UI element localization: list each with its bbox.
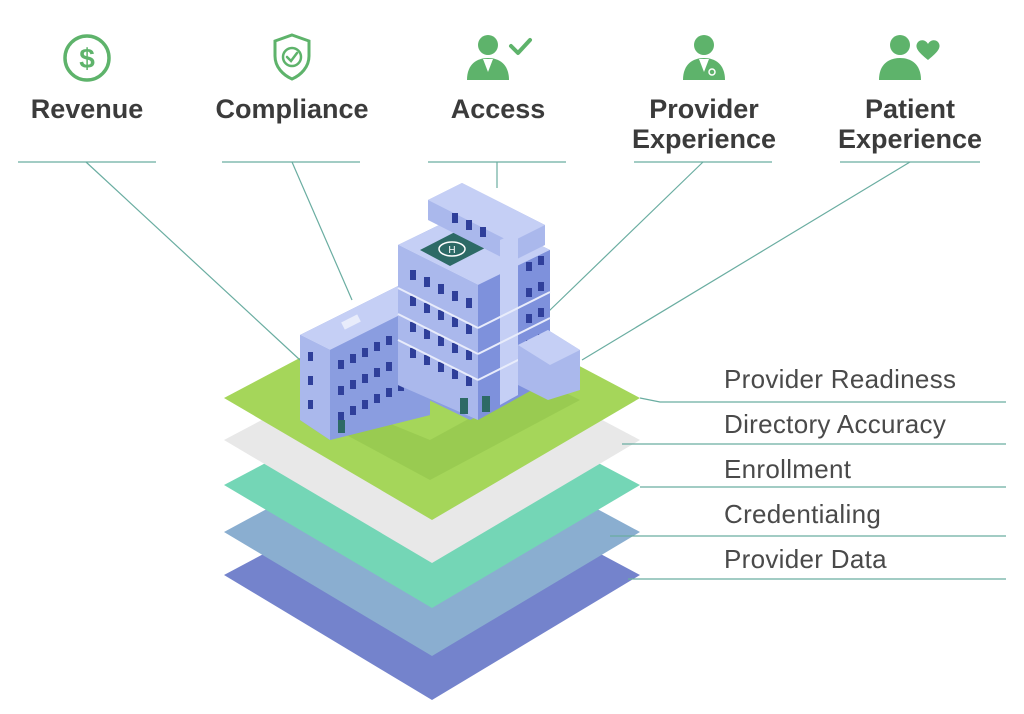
pillar-label-line1: Revenue [30,94,144,124]
tower-front-windows [410,270,472,386]
pillar-label-compliance: Compliance [202,94,382,124]
pillar-label-revenue: Revenue [16,94,158,124]
left-wing-front [300,335,330,440]
pillar-label-access: Access [428,94,568,124]
pillar-compliance: Compliance [202,20,382,160]
pillar-connector-compliance [291,161,353,301]
upper-block-roof [428,183,545,242]
roof-vent [341,314,361,330]
layer-label-credentialing: Credentialing [724,499,882,529]
pillar-provider-experience: Provider Experience [618,20,790,160]
dollar-circle-icon: $ [63,34,111,82]
svg-text:$: $ [79,43,95,74]
helipad-mark: H [448,245,455,256]
left-wing-roof [300,285,430,350]
pillar-label-line1: Patient [864,94,956,124]
building-shadow [300,380,580,480]
layer-label-enrollment: Enrollment [724,454,852,484]
layer-label-provider-readiness: Provider Readiness [724,364,957,394]
pillar-connector-revenue [85,161,301,361]
connector-provider-readiness [639,397,1006,403]
canopy-roof [518,330,580,365]
layer-label-provider-data: Provider Data [724,544,887,574]
layer-connectors [610,397,1006,580]
helipad-circle [438,241,466,257]
pillar-label-line2: Experience [837,124,983,154]
hospital-building: H [300,183,580,480]
pillar-label-line1: Provider [649,94,759,124]
pillar-label-provider-experience: Provider Experience [618,94,790,154]
patient-heart-icon [879,35,940,80]
pillar-connectors [18,161,980,361]
doctor-icon [683,35,725,80]
tower-column [500,232,518,405]
pillar-access: Access [428,20,568,160]
pillar-connector-patient-experience [581,161,911,361]
pillar-patient-experience: Patient Experience [824,20,996,160]
pillar-revenue: $ Revenue [16,20,158,160]
building-doors [338,396,490,433]
floor-lines [397,287,551,381]
shield-check-icon [273,33,311,81]
layer-label-directory-accuracy: Directory Accuracy [724,409,947,439]
pillar-label-patient-experience: Patient Experience [824,94,996,154]
pillar-label-line2: Experience [631,124,777,154]
pillar-label-line1: Access [450,94,546,124]
upper-block-windows [452,213,486,237]
doctor-check-icon [467,35,532,80]
pillar-connector-provider-experience [547,161,704,313]
pillar-label-line1: Compliance [215,94,369,124]
